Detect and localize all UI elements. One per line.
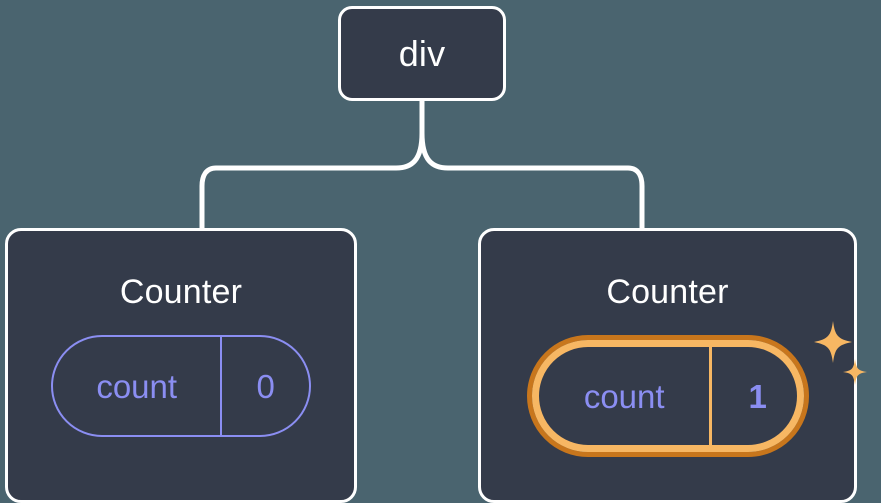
state-pill-left[interactable]: count 0 <box>51 335 311 437</box>
state-key-right: count <box>583 377 665 415</box>
state-divider-left <box>220 337 223 435</box>
node-root-div[interactable]: div <box>338 6 506 101</box>
state-divider-right <box>708 340 712 452</box>
node-counter-left[interactable]: Counter count 0 <box>5 228 357 503</box>
node-counter-right[interactable]: Counter count 1 <box>478 228 867 503</box>
node-counter-left-label: Counter <box>119 273 243 311</box>
state-pill-right-wrap: count 1 <box>526 321 867 457</box>
node-root-label: div <box>398 32 446 74</box>
state-key-left: count <box>96 367 178 405</box>
state-value-left: 0 <box>256 367 275 405</box>
state-pill-right[interactable]: count 1 <box>526 335 809 457</box>
node-counter-right-label: Counter <box>606 273 729 311</box>
state-value-right: 1 <box>748 377 767 415</box>
sparkles-icon <box>813 321 867 385</box>
state-pill-left-wrap: count 0 <box>51 335 311 437</box>
